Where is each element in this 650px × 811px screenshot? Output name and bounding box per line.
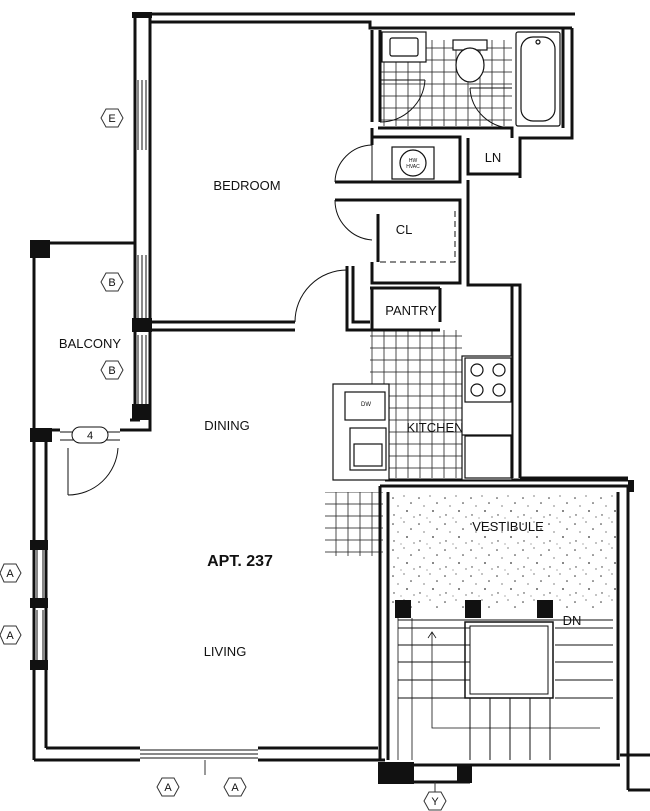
hex-tag-b-upper — [100, 272, 124, 292]
hex-label-e: E — [108, 113, 115, 125]
bath-fixtures — [381, 31, 561, 127]
hex-label-a-left-upper: A — [6, 568, 14, 580]
room-label-pantry: PANTRY — [385, 303, 437, 318]
hex-tag-b-lower — [100, 360, 124, 380]
hex-tag-e — [100, 108, 124, 128]
hex-tag-y — [423, 791, 447, 811]
room-label-closet: CL — [396, 222, 413, 237]
stair-down-label: DN — [563, 613, 582, 628]
window-tag-box — [71, 426, 109, 444]
hw-label: HW — [409, 158, 418, 164]
room-label-kitchen: KITCHEN — [406, 420, 463, 435]
hex-label-a-left-lower: A — [6, 630, 14, 642]
walls — [30, 12, 650, 792]
window-tag-4: 4 — [87, 430, 93, 442]
stair — [397, 618, 613, 760]
apartment-number: APT. 237 — [207, 553, 273, 570]
kitchen-fixtures — [332, 355, 513, 481]
hex-tag-a-bottom-left — [156, 777, 180, 797]
room-label-balcony: BALCONY — [59, 336, 121, 351]
hex-label-a-bottom-right: A — [231, 782, 239, 794]
dishwasher-label: DW — [361, 402, 371, 408]
dishwasher — [344, 391, 386, 421]
entry-tile-floor — [325, 492, 383, 556]
hex-tag-a-left-upper — [0, 563, 22, 583]
hex-tag-leaders — [204, 760, 436, 792]
hex-label-y: Y — [431, 796, 439, 808]
hvac-label: HVAC — [406, 164, 420, 170]
hex-label-b-lower: B — [108, 365, 115, 377]
hex-label-b-upper: B — [108, 277, 115, 289]
room-label-linen: LN — [485, 150, 502, 165]
toilet-bowl — [455, 47, 485, 83]
room-label-vestibule: VESTIBULE — [472, 519, 544, 534]
doors — [67, 79, 513, 766]
hex-label-a-bottom-left: A — [164, 782, 172, 794]
hw-hvac-unit: HW HVAC — [391, 146, 435, 180]
closet-shelf — [380, 210, 456, 263]
vestibule-floor — [392, 493, 618, 609]
room-label-bedroom: BEDROOM — [213, 178, 280, 193]
hex-tag-a-left-lower — [0, 625, 22, 645]
refrigerator — [464, 435, 512, 479]
wall-corners — [30, 12, 634, 784]
range — [464, 357, 512, 403]
hex-tags — [0, 108, 447, 811]
room-label-dining: DINING — [204, 418, 250, 433]
room-label-living: LIVING — [204, 644, 247, 659]
hex-tag-a-bottom-right — [223, 777, 247, 797]
